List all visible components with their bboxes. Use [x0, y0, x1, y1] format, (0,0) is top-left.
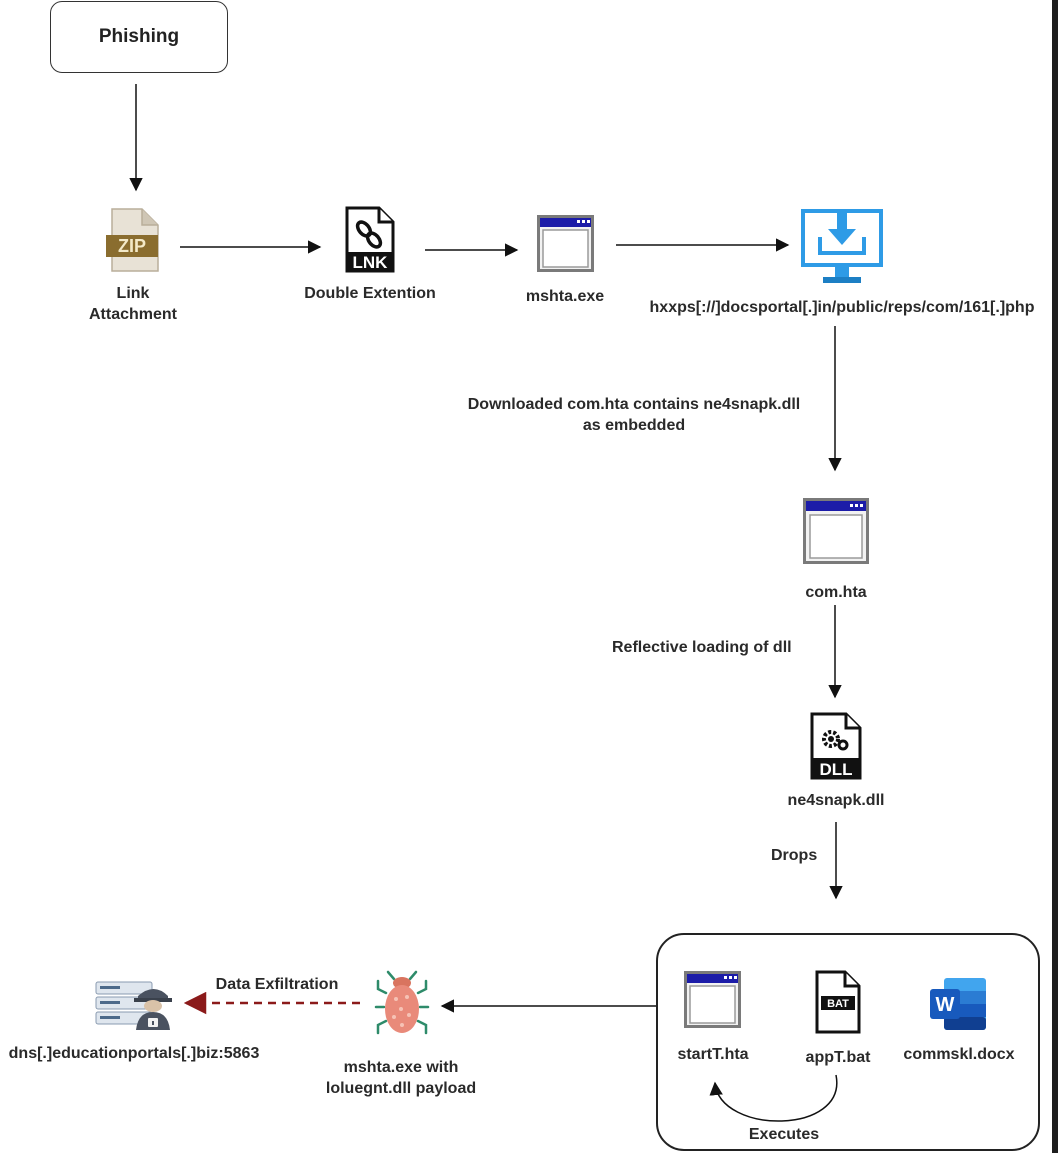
- executes-edge-label: Executes: [748, 1126, 820, 1143]
- svg-text:LNK: LNK: [353, 253, 389, 272]
- comhta-window-icon: [803, 498, 869, 564]
- zip-label-line1: Link: [116, 285, 150, 302]
- starthta-node-label: startT.hta: [677, 1046, 749, 1063]
- bat-file-icon: BAT: [815, 970, 861, 1034]
- zip-label-line2: Attachment: [88, 306, 178, 323]
- download-label-line1: Downloaded com.hta contains ne4snapk.dll: [467, 396, 801, 413]
- edge-executes: [709, 1074, 838, 1122]
- svg-text:BAT: BAT: [827, 998, 849, 1010]
- svg-text:ZIP: ZIP: [118, 236, 146, 256]
- starthta-window-icon: [684, 971, 741, 1028]
- dropped-files-group: [656, 933, 1040, 1151]
- reflective-edge-label: Reflective loading of dll: [612, 639, 792, 656]
- comhta-node-label: com.hta: [805, 584, 867, 601]
- phishing-label: Phishing: [98, 26, 180, 47]
- c2-server-icon: [95, 981, 172, 1030]
- download-edge-label: Downloaded com.hta contains ne4snapk.dll…: [468, 394, 801, 436]
- download-monitor-icon: [801, 209, 883, 283]
- c2-node-label: dns[.]educationportals[.]biz:5863: [8, 1045, 260, 1062]
- zip-node-label: Link Attachment: [89, 283, 177, 325]
- download-label-line2: as embedded: [582, 417, 686, 434]
- word-document-icon: W: [930, 978, 986, 1030]
- svg-text:DLL: DLL: [819, 760, 852, 779]
- url-node-label: hxxps[://]docsportal[.]in/public/reps/co…: [649, 299, 1035, 316]
- appbat-node-label: appT.bat: [805, 1049, 871, 1066]
- dll-file-icon: DLL: [810, 712, 862, 780]
- zip-file-icon: ZIP: [106, 208, 159, 272]
- lnk-node-label: Double Extention: [304, 285, 436, 302]
- docx-node-label: commskl.docx: [903, 1046, 1015, 1063]
- dll-node-label: ne4snapk.dll: [787, 792, 885, 809]
- mshta-window-icon: [537, 215, 594, 272]
- window-edge: [1052, 0, 1058, 1153]
- payload-label-line2: loluegnt.dll payload: [325, 1080, 477, 1097]
- payload-node-label: mshta.exe with loluegnt.dll payload: [326, 1057, 476, 1099]
- phishing-node: Phishing: [50, 1, 228, 73]
- exfil-edge-label: Data Exfiltration: [215, 976, 339, 993]
- drops-edge-label: Drops: [771, 847, 818, 864]
- payload-label-line1: mshta.exe with: [343, 1059, 459, 1076]
- mshta-node-label: mshta.exe: [525, 288, 605, 305]
- svg-text:W: W: [936, 994, 955, 1016]
- malware-bug-icon: [374, 970, 430, 1035]
- lnk-file-icon: LNK: [345, 206, 395, 273]
